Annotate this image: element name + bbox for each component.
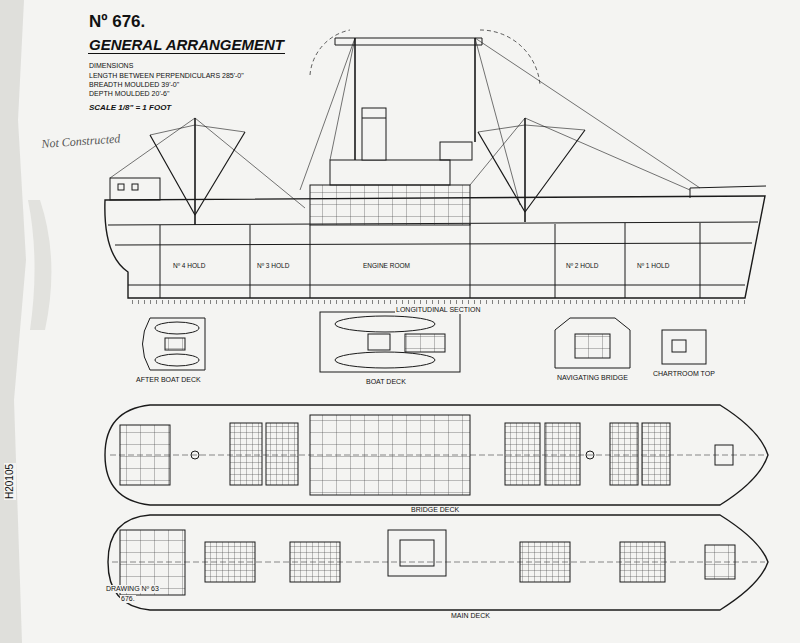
view-title: BRIDGE DECK bbox=[410, 506, 460, 514]
forecastle bbox=[690, 186, 766, 198]
mast-plan bbox=[191, 451, 199, 459]
aerial bbox=[335, 38, 482, 45]
hatch bbox=[266, 423, 298, 485]
boat-deck-outline bbox=[320, 312, 460, 372]
compartment-label: Nº 3 HOLD bbox=[256, 262, 290, 269]
compartment-label: ENGINE ROOM bbox=[362, 262, 411, 269]
hatch bbox=[545, 423, 580, 485]
bridge-deck-plan bbox=[105, 405, 768, 505]
wheelhouse-plan bbox=[575, 334, 610, 358]
tank-top bbox=[128, 285, 745, 286]
mast bbox=[524, 118, 526, 222]
hatch bbox=[610, 423, 638, 485]
navigating-bridge-outline bbox=[555, 318, 630, 368]
archive-stamp: H20105 bbox=[4, 463, 16, 500]
after-boat-deck-outline bbox=[143, 318, 206, 370]
compass-platform bbox=[672, 340, 686, 352]
drawing-reference: 676. bbox=[120, 595, 136, 603]
view-title: MAIN DECK bbox=[450, 612, 491, 620]
drawing-reference: DRAWING Nº 63 bbox=[105, 585, 160, 593]
drawing-number: Nº 676. bbox=[88, 12, 146, 32]
dimension: DEPTH MOULDED 20'-6" bbox=[88, 90, 170, 98]
hatch bbox=[642, 423, 670, 485]
engine-casing bbox=[388, 530, 446, 576]
lifeboat bbox=[335, 352, 435, 368]
dimension: LENGTH BETWEEN PERPENDICULARS 285'-0" bbox=[88, 72, 245, 80]
compartment-label: Nº 1 HOLD bbox=[636, 262, 670, 269]
skylight bbox=[165, 338, 185, 350]
funnel-plan bbox=[368, 334, 390, 350]
paper-stain bbox=[28, 200, 51, 330]
view-title: AFTER BOAT DECK bbox=[135, 376, 202, 384]
lifeboat bbox=[335, 316, 435, 332]
paper-stain bbox=[0, 0, 26, 643]
bridge-house bbox=[330, 160, 450, 185]
hatch bbox=[505, 423, 540, 485]
view-title: LONGITUDINAL SECTION bbox=[395, 306, 482, 314]
compartment-label: Nº 2 HOLD bbox=[565, 262, 599, 269]
deck-plans bbox=[143, 312, 707, 372]
accommodation bbox=[310, 415, 470, 495]
mast bbox=[474, 38, 476, 142]
main-deck-plan bbox=[108, 515, 768, 610]
wheelhouse bbox=[440, 142, 472, 160]
midship-house bbox=[310, 185, 470, 225]
derrick bbox=[150, 130, 585, 215]
bulkheads bbox=[160, 223, 700, 298]
hatch bbox=[620, 542, 665, 582]
mast bbox=[194, 118, 196, 225]
mast-plan bbox=[586, 451, 594, 459]
swing-arc bbox=[480, 30, 540, 85]
deck-house bbox=[405, 334, 445, 352]
poop-house bbox=[110, 178, 160, 200]
dimension: BREADTH MOULDED 39'-0" bbox=[88, 81, 180, 89]
hatch bbox=[230, 423, 262, 485]
mast bbox=[354, 38, 356, 160]
steering-house bbox=[120, 425, 170, 485]
drawing-title: GENERAL ARRANGEMENT bbox=[88, 36, 285, 54]
deck-line bbox=[115, 243, 752, 245]
hatch bbox=[205, 542, 255, 582]
lifeboat bbox=[155, 354, 199, 366]
view-title: BOAT DECK bbox=[365, 378, 407, 386]
scale-note: SCALE 1/8" = 1 FOOT bbox=[88, 103, 172, 112]
rigging bbox=[110, 38, 700, 208]
frame-ticks bbox=[128, 299, 745, 304]
hatch bbox=[520, 542, 570, 582]
funnel-band bbox=[362, 118, 386, 119]
compartment-label: Nº 4 HOLD bbox=[172, 262, 206, 269]
deck-outline bbox=[108, 515, 768, 610]
lifeboat bbox=[155, 322, 199, 334]
deck-outline bbox=[105, 405, 768, 505]
port-light bbox=[132, 184, 138, 190]
view-title: CHARTROOM TOP bbox=[652, 370, 716, 378]
forepeak-store bbox=[705, 545, 735, 579]
engine-casing bbox=[400, 540, 434, 566]
port-light bbox=[118, 184, 124, 190]
chartroom-top-outline bbox=[662, 330, 706, 364]
view-title: NAVIGATING BRIDGE bbox=[556, 374, 629, 382]
funnel bbox=[362, 108, 386, 160]
hatch bbox=[290, 542, 340, 582]
windlass bbox=[715, 445, 733, 465]
dimension-heading: DIMENSIONS bbox=[88, 62, 134, 70]
pencil-note: Not Constructed bbox=[40, 132, 122, 151]
swing-arc bbox=[310, 30, 350, 75]
